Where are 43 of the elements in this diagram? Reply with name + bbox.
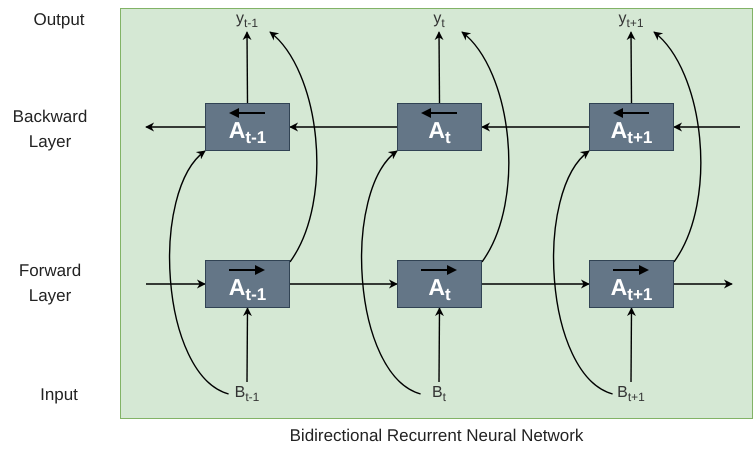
cell-box — [589, 260, 674, 308]
output-label: y$_{t+1}$ — [608, 8, 654, 32]
cell-box — [397, 260, 482, 308]
input-label: B$_{t+1}$ — [608, 382, 654, 406]
curved-arrow — [269, 31, 318, 262]
arrow — [434, 307, 444, 382]
curved-arrow — [653, 31, 702, 262]
output-label: y$_{t-1}$ — [224, 8, 270, 32]
arrow — [481, 122, 589, 132]
cell-label: A$_{t+1}$ — [610, 116, 654, 149]
arrow — [482, 280, 590, 288]
row-label: Output — [32, 9, 86, 31]
cell-label: A$_{t-1}$ — [228, 273, 268, 306]
curved-arrow — [461, 31, 510, 262]
arrow — [626, 307, 636, 382]
arrow — [146, 280, 206, 288]
curved-arrow — [360, 150, 421, 395]
row-label: Forward Layer — [18, 260, 82, 307]
cell-box — [205, 260, 290, 308]
arrow — [242, 307, 252, 382]
arrow — [242, 31, 252, 103]
cell-label: A$_{t+1}$ — [610, 273, 654, 306]
cell-box — [589, 103, 674, 151]
arrow — [289, 122, 397, 132]
caption: Bidirectional Recurrent Neural Network — [288, 426, 584, 446]
curved-arrow — [168, 150, 229, 395]
cell-box — [205, 103, 290, 151]
arrow — [673, 122, 740, 132]
row-label: Backward Layer — [12, 106, 88, 153]
cell-label: A$_{t}$ — [427, 273, 452, 306]
arrow — [626, 31, 636, 103]
row-label: Input — [39, 384, 79, 406]
arrow — [674, 280, 733, 288]
arrow — [434, 31, 444, 103]
arrow — [290, 280, 398, 288]
cell-box — [397, 103, 482, 151]
input-label: B$_{t}$ — [416, 382, 462, 406]
arrow — [145, 122, 205, 132]
cell-label: A$_{t-1}$ — [228, 116, 268, 149]
curved-arrow — [552, 150, 613, 395]
input-label: B$_{t-1}$ — [224, 382, 270, 406]
output-label: y$_{t}$ — [416, 8, 462, 32]
cell-label: A$_{t}$ — [427, 116, 452, 149]
